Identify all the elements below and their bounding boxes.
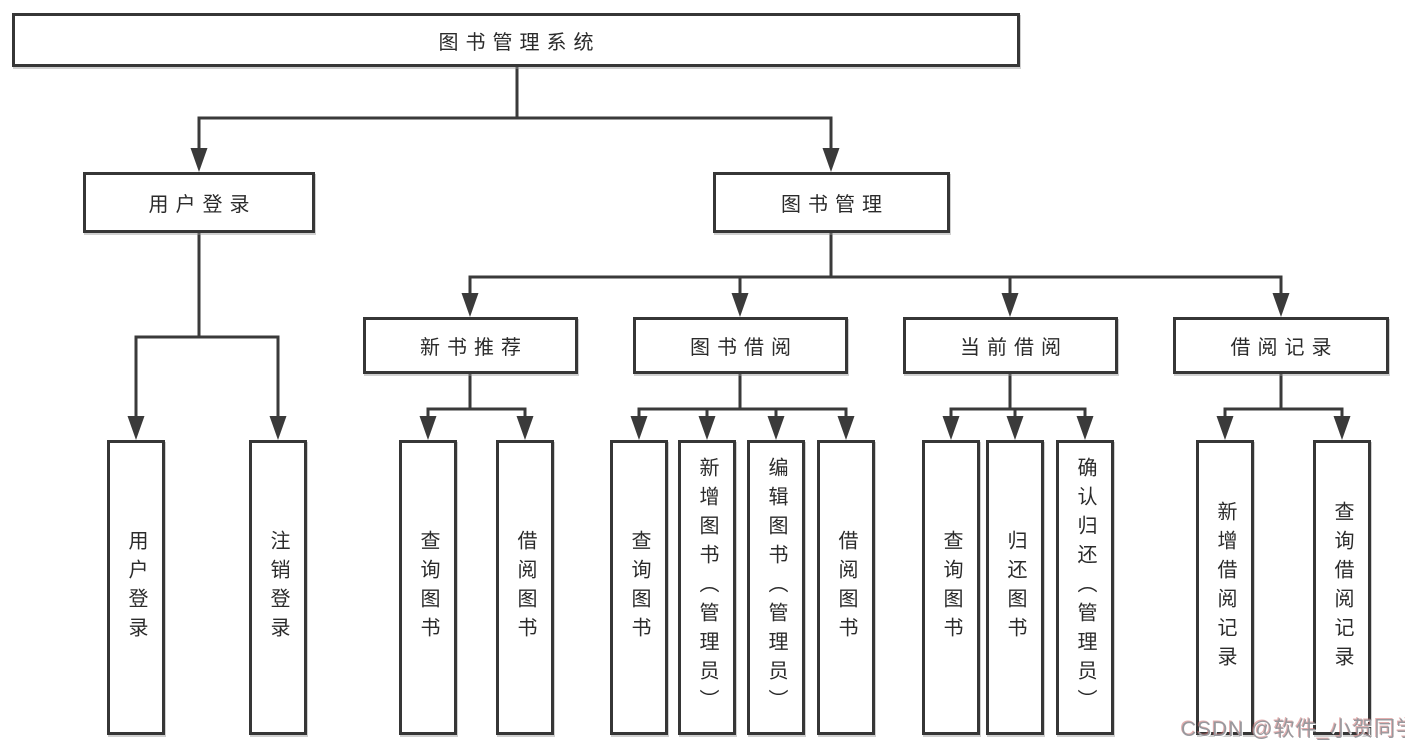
arrowhead-icon: [1006, 416, 1024, 440]
arrowhead-icon: [127, 416, 145, 440]
node-label: 确认归还（管理员）: [1074, 457, 1096, 718]
node-borrowing-records: 借阅记录: [1173, 317, 1389, 374]
leaf-query-books-recommend: 查询图书: [399, 440, 457, 735]
arrowhead-icon: [698, 416, 716, 440]
node-label: 归还图书: [1004, 529, 1026, 646]
node-label: 用户登录: [148, 194, 257, 216]
leaf-borrow-books-recommend: 借阅图书: [496, 440, 554, 735]
node-label: 查询图书: [940, 529, 962, 646]
node-label: 图书管理: [781, 194, 889, 216]
node-label: 注销登录: [267, 529, 289, 646]
leaf-add-borrow-record: 新增借阅记录: [1196, 440, 1254, 735]
arrowhead-icon: [1216, 416, 1234, 440]
node-book-management: 图书管理: [713, 172, 950, 233]
arrowhead-icon: [630, 416, 648, 440]
node-label: 用户登录: [125, 529, 147, 646]
node-user-login: 用户登录: [83, 172, 315, 233]
csdn-watermark: CSDN @软件_小贺同学: [1181, 718, 1405, 741]
node-label: 图书管理系统: [438, 31, 601, 54]
arrowhead-icon: [269, 416, 287, 440]
connector-borrow-records-children: [1223, 372, 1344, 411]
node-label: 借阅图书: [514, 529, 536, 646]
node-current-borrowing: 当前借阅: [903, 317, 1118, 374]
leaf-user-login: 用户登录: [107, 440, 165, 735]
arrowhead-icon: [1272, 293, 1290, 317]
leaf-query-borrow-record: 查询借阅记录: [1313, 440, 1371, 735]
connector-new-book-children: [426, 372, 527, 411]
node-label: 查询借阅记录: [1331, 500, 1353, 675]
arrowhead-icon: [837, 416, 855, 440]
arrowhead-icon: [419, 416, 437, 440]
leaf-confirm-return-admin: 确认归还（管理员）: [1056, 440, 1114, 735]
connector-book-borrow-children: [637, 372, 848, 411]
node-new-book-recommend: 新书推荐: [363, 317, 578, 374]
leaf-edit-books-admin: 编辑图书（管理员）: [747, 440, 805, 735]
arrowhead-icon: [822, 148, 840, 172]
arrowhead-icon: [1001, 293, 1019, 317]
node-label: 编辑图书（管理员）: [765, 457, 787, 718]
node-label: 查询图书: [417, 529, 439, 646]
arrowhead-icon: [942, 416, 960, 440]
arrowhead-icon: [731, 293, 749, 317]
node-label: 新增借阅记录: [1214, 500, 1236, 675]
leaf-logout: 注销登录: [249, 440, 307, 735]
arrowhead-icon: [1333, 416, 1351, 440]
arrowhead-icon: [1076, 416, 1094, 440]
node-label: 图书借阅: [690, 337, 798, 359]
node-label: 新书推荐: [420, 337, 528, 359]
node-label: 新增图书（管理员）: [696, 457, 718, 718]
leaf-query-books-borrowing: 查询图书: [610, 440, 668, 735]
arrowhead-icon: [767, 416, 785, 440]
node-label: 借阅记录: [1230, 337, 1339, 359]
arrowhead-icon: [461, 293, 479, 317]
connector-current-borrow-children: [949, 372, 1087, 411]
connector-user-login-children: [134, 231, 280, 339]
connector-root-to-level2: [197, 65, 833, 120]
node-label: 当前借阅: [960, 337, 1068, 359]
node-label: 查询图书: [628, 529, 650, 646]
leaf-query-books-current: 查询图书: [922, 440, 980, 735]
node-book-borrowing: 图书借阅: [633, 317, 848, 374]
node-label: 借阅图书: [835, 529, 857, 646]
arrowhead-icon: [190, 148, 208, 172]
leaf-borrow-books: 借阅图书: [817, 440, 875, 735]
connector-book-mgmt-children: [468, 231, 1283, 279]
leaf-add-books-admin: 新增图书（管理员）: [678, 440, 736, 735]
leaf-return-books: 归还图书: [986, 440, 1044, 735]
arrowhead-icon: [516, 416, 534, 440]
node-library-system-root: 图书管理系统: [12, 13, 1020, 67]
